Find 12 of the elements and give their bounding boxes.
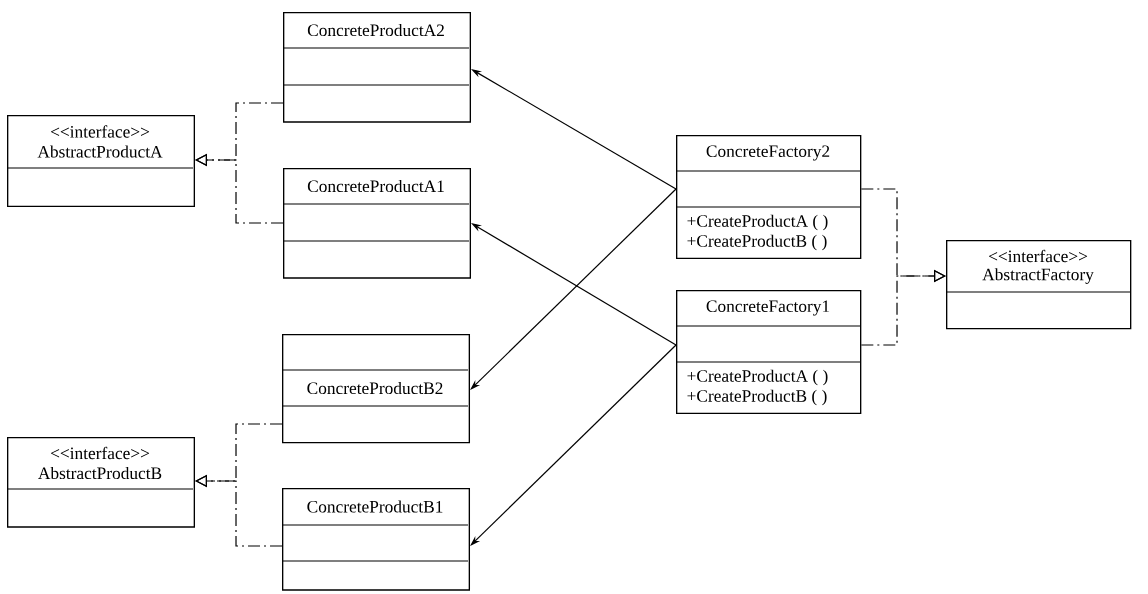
class-box: ConcreteProductB1 xyxy=(281,488,470,591)
class-box: ConcreteProductA1 xyxy=(282,168,471,279)
association-arrow xyxy=(470,344,677,546)
class-box: ConcreteFactory1 +CreateProductA ( ) +CreateProductB ( ) xyxy=(675,290,862,414)
class-box: <<interface>> AbstractProductB xyxy=(6,437,195,528)
class-box: ConcreteFactory2 +CreateProductA ( ) +CreateProductB ( ) xyxy=(675,135,862,259)
association-arrow xyxy=(470,188,677,390)
class-box: ConcreteProductB2 xyxy=(281,334,470,444)
class-box: <<interface>> AbstractProductA xyxy=(6,115,195,207)
class-box: <<interface>> AbstractFactory xyxy=(945,240,1132,330)
class-box: ConcreteProductA2 xyxy=(282,12,471,123)
realization-arrow xyxy=(860,269,946,346)
